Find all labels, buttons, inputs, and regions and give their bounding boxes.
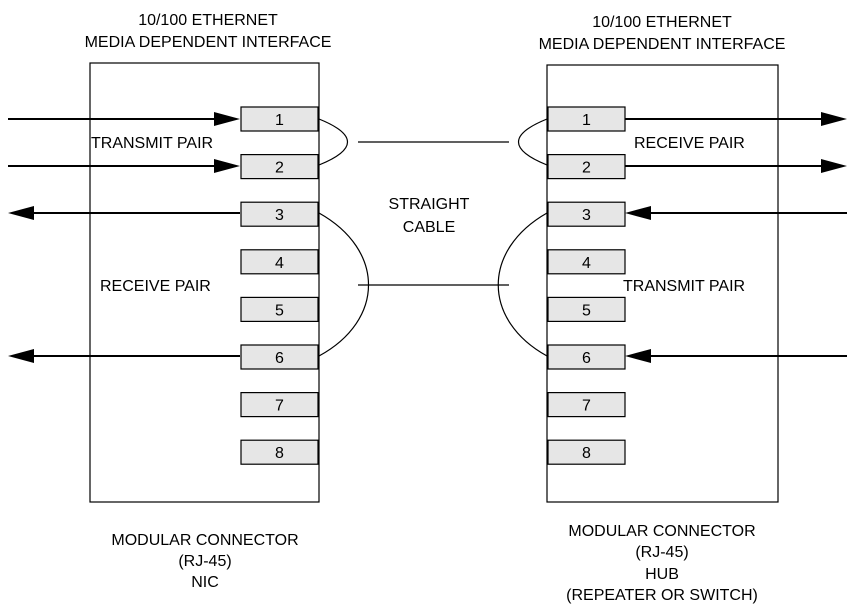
pair-loops [318,118,548,357]
left-pin-number: 3 [275,207,284,224]
left-pin-box [240,249,319,275]
left-pin-column: 1 2 3 4 5 6 7 8 [240,106,319,465]
left-pin-number: 2 [275,160,284,177]
right-connector: 10/100 ETHERNET MEDIA DEPENDENT INTERFAC… [539,14,786,604]
right-pair-1-2-loop [517,118,548,166]
left-pin-box [240,296,319,322]
left-connector-body [89,62,320,503]
cable-label-line1: STRAIGHT [389,196,470,213]
left-arrow-from-pin6 [8,349,240,363]
left-header-line2: MEDIA DEPENDENT INTERFACE [85,34,332,51]
right-footer-line4: (REPEATER OR SWITCH) [566,587,758,604]
left-pin-box [240,106,319,132]
left-pin-box [240,392,319,418]
left-arrow-from-pin3 [8,206,240,220]
left-header-line1: 10/100 ETHERNET [138,12,278,29]
right-pin-7: 7 [547,392,626,418]
right-arrow-into-pin6 [625,349,847,363]
cable-label-line2: CABLE [403,219,455,236]
right-receive-pair-label: RECEIVE PAIR [634,135,745,152]
right-arrow-from-pin2 [625,159,847,173]
right-pin-number: 5 [582,302,591,319]
signal-arrows [8,112,847,363]
right-pin-box [547,154,626,180]
left-pin-3: 3 [240,201,319,227]
right-pin-2: 2 [547,154,626,180]
right-pin-3: 3 [547,201,626,227]
left-pin-1: 1 [240,106,319,132]
left-pin-box [240,201,319,227]
left-transmit-pair-label: TRANSMIT PAIR [91,135,213,152]
left-arrow-into-pin1 [8,112,240,126]
right-arrow-into-pin3 [625,206,847,220]
left-pin-5: 5 [240,296,319,322]
right-arrow-from-pin1 [625,112,847,126]
left-pin-number: 6 [275,350,284,367]
left-pin-number: 7 [275,398,284,415]
right-pin-box [547,249,626,275]
right-pin-4: 4 [547,249,626,275]
right-pin-box [547,439,626,465]
left-pin-box [240,344,319,370]
right-pin-box [547,201,626,227]
left-pin-box [240,154,319,180]
left-footer-line3: NIC [191,574,219,591]
right-pin-number: 6 [582,350,591,367]
left-footer-line2: (RJ-45) [178,553,231,570]
left-pin-number: 8 [275,445,284,462]
left-receive-pair-label: RECEIVE PAIR [100,278,211,295]
left-pin-number: 5 [275,302,284,319]
right-pin-number: 8 [582,445,591,462]
left-pin-number: 4 [275,255,284,272]
right-header-line2: MEDIA DEPENDENT INTERFACE [539,36,786,53]
left-pin-box [240,439,319,465]
straight-cable: STRAIGHT CABLE [358,141,509,286]
right-pin-8: 8 [547,439,626,465]
right-pin-number: 2 [582,160,591,177]
right-footer-line2: (RJ-45) [635,544,688,561]
right-footer-line1: MODULAR CONNECTOR [568,523,755,540]
left-pin-4: 4 [240,249,319,275]
right-pin-6: 6 [547,344,626,370]
right-pin-number: 3 [582,207,591,224]
left-footer-line1: MODULAR CONNECTOR [111,532,298,549]
right-pin-1: 1 [547,106,626,132]
right-footer-line3: HUB [645,566,679,583]
left-pair-1-2-loop [318,118,349,166]
left-pin-8: 8 [240,439,319,465]
left-arrow-into-pin2 [8,159,240,173]
left-connector: 10/100 ETHERNET MEDIA DEPENDENT INTERFAC… [85,12,332,591]
left-pin-number: 1 [275,112,284,129]
left-pin-2: 2 [240,154,319,180]
left-pin-6: 6 [240,344,319,370]
right-pin-box [547,344,626,370]
right-pin-column: 1 2 3 4 5 6 7 8 [547,106,626,465]
right-pin-number: 7 [582,398,591,415]
left-pin-7: 7 [240,392,319,418]
right-connector-body [546,64,779,503]
right-pin-number: 4 [582,255,591,272]
right-pin-number: 1 [582,112,591,129]
right-pair-3-6-loop [497,212,548,357]
right-pin-box [547,392,626,418]
left-pair-3-6-loop [318,212,369,357]
right-header-line1: 10/100 ETHERNET [592,14,732,31]
right-pin-5: 5 [547,296,626,322]
right-pin-box [547,296,626,322]
right-transmit-pair-label: TRANSMIT PAIR [623,278,745,295]
